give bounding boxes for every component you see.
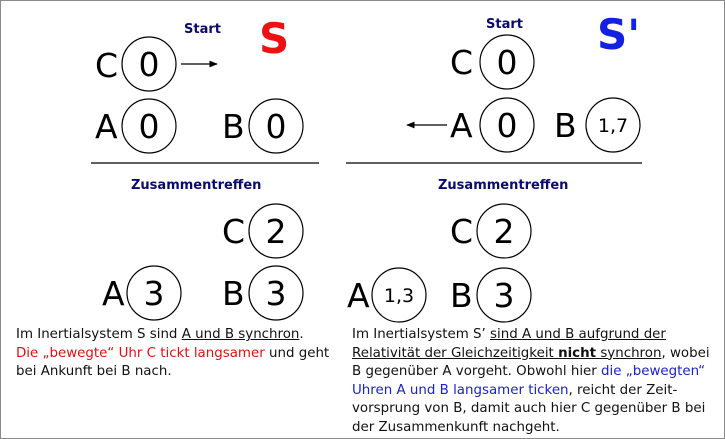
right-meeting-label: Zusammentreffen: [438, 178, 568, 193]
left-after-clock-a: A 3: [102, 265, 182, 321]
left-start-label: Start: [184, 22, 221, 37]
clock-value: 2: [494, 212, 515, 251]
clock-value: 3: [494, 276, 515, 315]
left-frame-label: S: [259, 14, 289, 63]
clock-letter: C: [450, 43, 473, 82]
clock-value: 0: [139, 45, 160, 84]
clock-letter: A: [450, 106, 473, 145]
right-before-clock-a: A 0: [450, 97, 535, 153]
right-caption: Im Inertialsystem S’ sind A und B aufgru…: [352, 327, 710, 435]
clock-letter: C: [450, 212, 473, 251]
clock-letter: B: [222, 274, 245, 313]
right-before-clock-b: B 1,7: [554, 97, 641, 153]
clock-value: 1,3: [384, 285, 414, 307]
clock-letter: C: [222, 212, 245, 251]
clock-value: 2: [266, 212, 287, 251]
clock-value: 0: [497, 106, 518, 145]
left-before-clock-a: A 0: [95, 98, 177, 154]
left-before-clock-b: B 0: [222, 98, 304, 154]
right-start-label: Start: [486, 17, 523, 32]
clock-value: 0: [266, 107, 287, 146]
clock-letter: C: [95, 46, 118, 85]
left-caption: Im Inertialsystem S sind A und B synchro…: [16, 327, 330, 380]
left-after-clock-c: C 2: [222, 203, 304, 259]
clock-letter: A: [95, 107, 118, 146]
clock-letter: B: [450, 276, 473, 315]
right-after-clock-b: B 3: [450, 267, 532, 323]
clock-letter: A: [102, 274, 125, 313]
clock-letter: B: [554, 106, 577, 145]
left-after-clock-b: B 3: [222, 265, 304, 321]
right-frame-label: S': [597, 10, 640, 59]
clock-letter: A: [347, 276, 370, 315]
left-meeting-label: Zusammentreffen: [131, 178, 261, 193]
right-after-clock-c: C 2: [450, 203, 532, 259]
clock-letter: B: [222, 107, 245, 146]
right-after-clock-a: A 1,3: [347, 267, 427, 323]
clock-value: 1,7: [598, 115, 628, 137]
clock-value: 0: [139, 107, 160, 146]
clock-value: 0: [497, 43, 518, 82]
right-before-clock-c: C 0: [450, 34, 535, 90]
clock-value: 3: [144, 274, 165, 313]
clock-value: 3: [266, 274, 287, 313]
left-before-clock-c: C 0: [95, 36, 177, 92]
